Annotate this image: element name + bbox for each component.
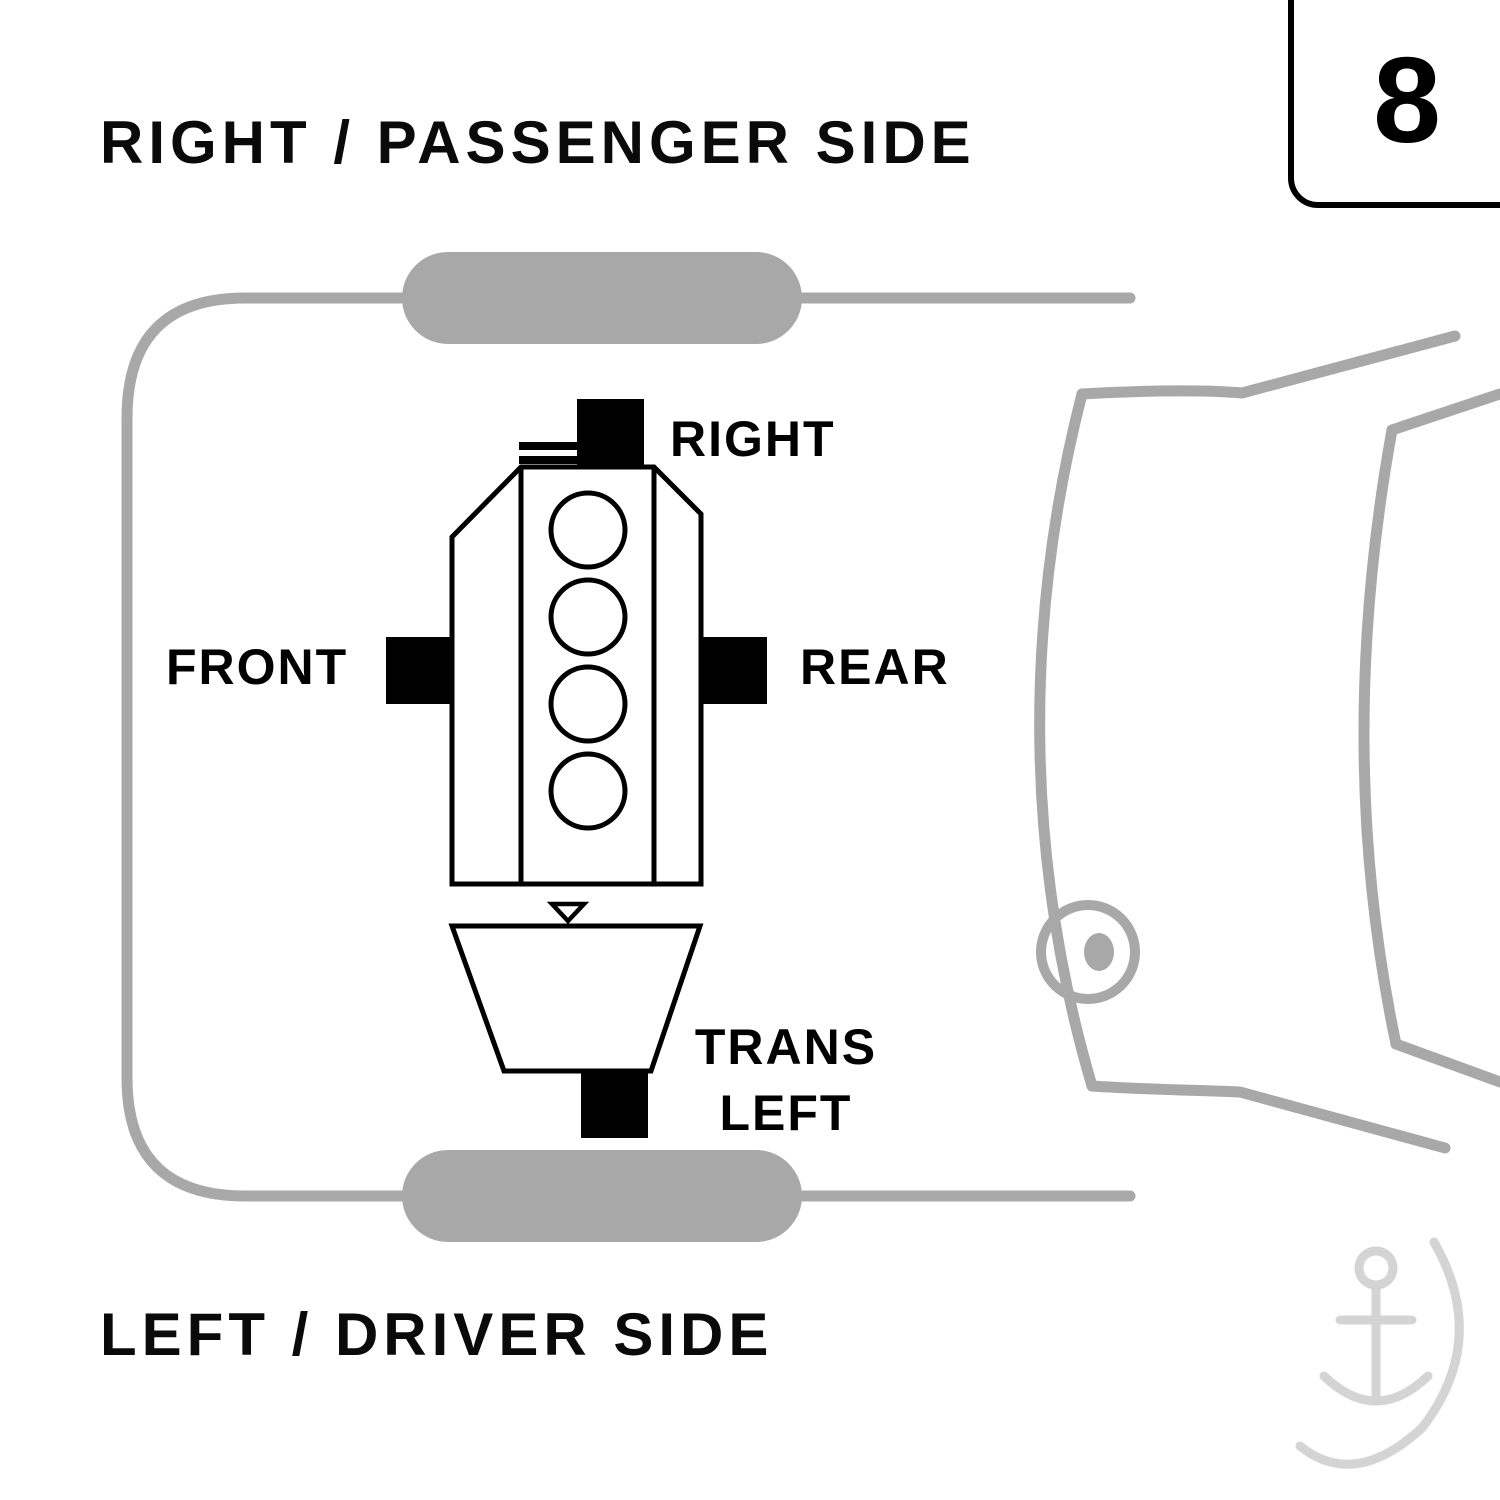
mount-front xyxy=(386,637,452,704)
cylinder-1 xyxy=(548,490,628,570)
mount-label-trans-line2: LEFT xyxy=(719,1085,853,1141)
transmission-body xyxy=(448,923,704,1074)
cylinder-4 xyxy=(548,751,628,831)
windshield-top-pillar xyxy=(1386,388,1500,436)
tire-bottom xyxy=(402,1150,802,1242)
watermark-logo xyxy=(1295,1237,1464,1469)
steering-wheel-hub xyxy=(1084,933,1114,971)
engine-group xyxy=(386,399,767,1138)
mount-label-rear: REAR xyxy=(800,639,950,695)
car-outline xyxy=(121,252,1500,1242)
mount-label-right: RIGHT xyxy=(670,411,836,467)
steering-wheel-icon xyxy=(1036,900,1140,1004)
mount-label-front: FRONT xyxy=(166,639,349,695)
cowl-arc xyxy=(1034,388,1098,1092)
hood-top-edge xyxy=(1076,330,1461,400)
mount-rear xyxy=(701,637,767,704)
tire-top xyxy=(402,252,802,344)
cylinder-2 xyxy=(548,577,628,657)
watermark-anchor-flukes xyxy=(1319,1371,1433,1406)
page-number: 8 xyxy=(1373,32,1441,168)
right-passenger-side-label: RIGHT / PASSENGER SIDE xyxy=(100,109,976,176)
mount-label-trans-left: TRANS LEFT xyxy=(688,1014,884,1146)
watermark-swoosh xyxy=(1295,1237,1464,1469)
windshield-bottom-pillar xyxy=(1390,1038,1500,1088)
hood-bottom-edge xyxy=(1086,1080,1451,1154)
left-driver-side-label: LEFT / DRIVER SIDE xyxy=(100,1301,774,1368)
mount-trans-left xyxy=(581,1071,648,1138)
windshield-arc xyxy=(1358,424,1402,1050)
cylinder-3 xyxy=(548,664,628,744)
car-rear-body-outline xyxy=(121,292,408,1202)
watermark-anchor-ring xyxy=(1354,1246,1398,1290)
trans-funnel-symbol xyxy=(546,901,590,925)
page-number-box: 8 xyxy=(1288,0,1500,208)
mount-label-trans-line1: TRANS xyxy=(694,1019,878,1075)
mount-right xyxy=(577,399,644,467)
